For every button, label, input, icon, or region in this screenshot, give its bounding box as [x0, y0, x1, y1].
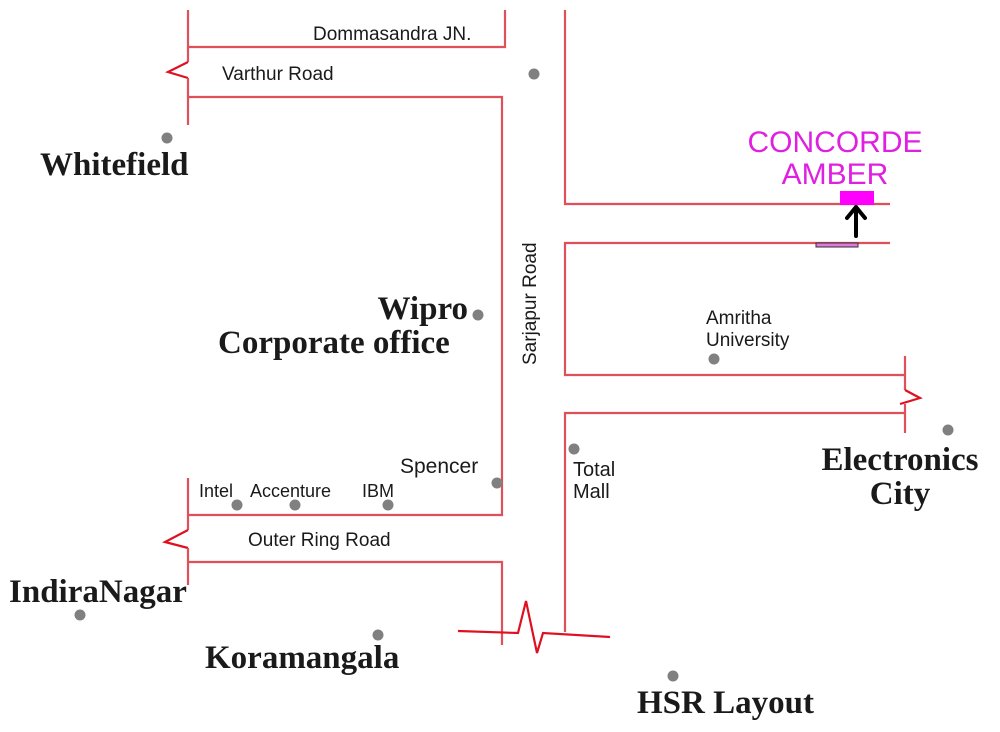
label-electronics-city: Electronics City	[800, 443, 1000, 511]
label-indiranagar: IndiraNagar	[9, 574, 187, 610]
label-wipro-line1: Wipro	[377, 291, 468, 327]
road-outer-ring	[161, 478, 504, 645]
dot-wipro	[472, 309, 484, 321]
label-sarjapur-road: Sarjapur Road	[520, 242, 541, 365]
label-dommasandra: Dommasandra JN.	[313, 24, 472, 45]
dot-accenture	[289, 499, 301, 511]
dot-dommasandra	[528, 68, 540, 80]
concorde-amber-marker[interactable]	[840, 191, 874, 205]
label-electronics-line2: City	[869, 476, 931, 512]
label-wipro: Wipro	[200, 292, 468, 326]
road-break-electronics	[899, 389, 923, 406]
secondary-marker	[815, 242, 859, 248]
label-wipro-corporate: Corporate office	[218, 325, 450, 361]
label-spencer: Spencer	[400, 455, 479, 478]
dot-total-mall	[568, 443, 580, 455]
dot-spencer	[491, 477, 503, 489]
label-total-line1: Total	[573, 459, 616, 481]
road-bottom-crossing	[457, 600, 611, 654]
dot-amritha	[708, 353, 720, 365]
label-accenture: Accenture	[250, 481, 332, 501]
label-concorde-amber: CONCORDE AMBER	[735, 127, 935, 191]
up-arrow-icon	[845, 205, 867, 238]
label-concorde: CONCORDE	[747, 126, 923, 159]
road-outer-ring-line	[188, 560, 504, 645]
road-break-outer-ring	[161, 529, 189, 550]
road-break-bottom	[457, 600, 611, 654]
road-right-middle	[563, 241, 905, 377]
label-amritha-line1: Amritha	[706, 308, 772, 329]
label-amber: AMBER	[781, 158, 889, 191]
dot-ibm	[382, 499, 394, 511]
road-break-varthur	[165, 61, 189, 80]
road-varthur	[165, 10, 507, 517]
label-amritha-university: Amritha University	[706, 308, 789, 352]
label-koramangala: Koramangala	[205, 640, 400, 676]
label-outer-ring-road: Outer Ring Road	[248, 530, 391, 551]
label-ibm: IBM	[362, 481, 395, 501]
road-right-top	[563, 10, 890, 206]
label-amritha-line2: University	[706, 330, 790, 351]
dot-koramangala	[372, 629, 384, 641]
label-intel: Intel	[199, 481, 234, 501]
dot-whitefield	[161, 132, 173, 144]
road-dommasandra	[188, 10, 507, 49]
road-right-lower	[563, 411, 905, 632]
dot-indiranagar	[74, 609, 86, 621]
label-total-mall: Total Mall	[573, 459, 615, 503]
label-varthur-road: Varthur Road	[222, 64, 334, 85]
label-hsr-layout: HSR Layout	[637, 685, 814, 721]
road-varthur-line	[188, 95, 504, 517]
dot-electronics-city	[942, 424, 954, 436]
label-electronics-line1: Electronics	[821, 442, 979, 478]
dot-hsr-layout	[667, 670, 679, 682]
label-total-line2: Mall	[573, 481, 610, 503]
label-whitefield: Whitefield	[40, 147, 189, 183]
road-right-blocks	[563, 10, 923, 632]
dot-intel	[231, 499, 243, 511]
